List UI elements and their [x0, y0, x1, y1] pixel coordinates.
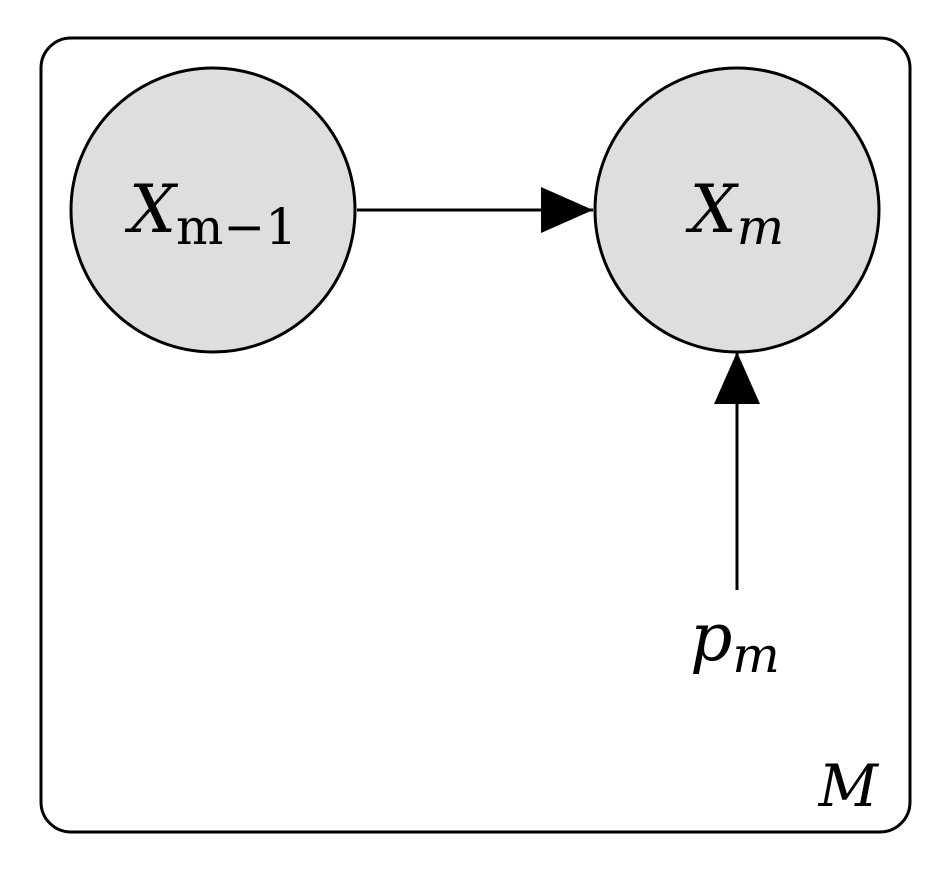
node-x-curr-circle	[593, 66, 881, 354]
node-x-curr-subscript: m	[737, 198, 784, 256]
node-x-prev: Xm−1	[69, 66, 357, 354]
parameter-pm-symbol: p	[690, 599, 732, 676]
plate-label: M	[818, 752, 880, 820]
node-x-prev-circle	[69, 66, 357, 354]
node-x-curr: Xm	[593, 66, 881, 354]
node-x-prev-label: Xm−1	[124, 171, 297, 256]
node-x-prev-subscript: m−1	[176, 198, 297, 256]
parameter-pm-label: pm	[690, 599, 780, 684]
node-x-prev-symbol: X	[124, 171, 179, 248]
node-x-curr-label: Xm	[685, 171, 784, 256]
parameter-pm-subscript: m	[732, 626, 779, 684]
plate	[39, 36, 912, 834]
node-x-curr-symbol: X	[685, 171, 740, 248]
